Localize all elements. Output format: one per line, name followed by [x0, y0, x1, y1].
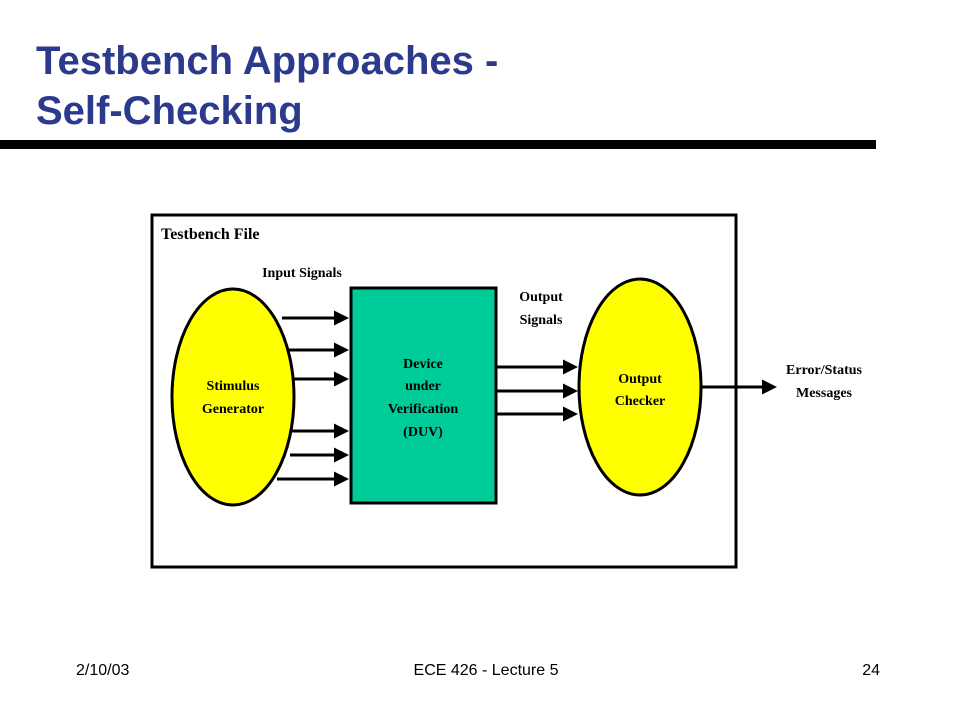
- duv-label-4: (DUV): [403, 425, 443, 440]
- stimulus-label-1: Stimulus: [207, 379, 260, 394]
- input-signals-label: Input Signals: [262, 266, 342, 281]
- slide-title: Testbench Approaches - Self-Checking: [36, 36, 896, 136]
- stimulus-label-2: Generator: [202, 402, 264, 417]
- duv-label-2: under: [405, 379, 441, 394]
- messages-label-2: Messages: [796, 386, 853, 401]
- stimulus-generator-ellipse: [170, 287, 296, 507]
- title-line-1: Testbench Approaches -: [36, 39, 499, 83]
- footer-course: ECE 426 - Lecture 5: [413, 662, 559, 679]
- duv-box: [349, 286, 498, 505]
- footer-page-number: 24: [862, 662, 880, 679]
- frame-label: Testbench File: [161, 226, 260, 243]
- checker-label-2: Checker: [615, 394, 666, 409]
- checker-label-1: Output: [618, 372, 662, 387]
- output-signals-label-2: Signals: [520, 313, 563, 328]
- messages-label-1: Error/Status: [786, 363, 863, 378]
- output-checker-ellipse: [577, 277, 703, 497]
- title-divider: [0, 140, 876, 149]
- output-signals-label-1: Output: [519, 290, 563, 305]
- footer-date: 2/10/03: [76, 662, 130, 679]
- title-line-2: Self-Checking: [36, 89, 303, 133]
- output-signal-arrows: [497, 359, 578, 422]
- duv-label-3: Verification: [388, 402, 458, 417]
- duv-label-1: Device: [403, 357, 443, 372]
